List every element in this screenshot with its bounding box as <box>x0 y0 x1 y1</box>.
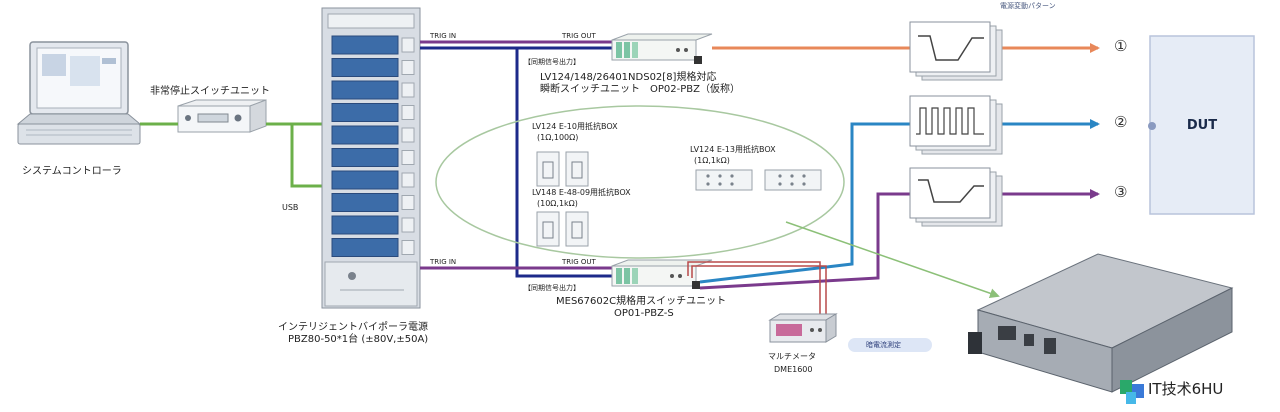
psu-module-handle <box>401 127 415 143</box>
switch-unit-op02-icon <box>611 33 713 64</box>
resistor-box-icons <box>536 151 822 247</box>
psu-module-handle <box>401 82 415 98</box>
switch-unit-2-label-line2: OP01-PBZ-S <box>614 308 674 319</box>
switch-unit-1-label-line2: 瞬断スイッチユニット OP02-PBZ（仮称） <box>540 84 740 95</box>
psu-label-line2: PBZ80-50*1台 (±80V,±50A) <box>288 334 429 345</box>
trigger-cables <box>420 40 615 278</box>
device-pointer-arrow <box>785 221 1000 299</box>
dut-box <box>1149 35 1255 215</box>
resistor-box-1-label-line1: LV124 E-10用抵抗BOX <box>532 122 618 131</box>
psu-module-handle <box>401 37 415 53</box>
psu-module-handle <box>401 172 415 188</box>
waveform-card-3 <box>909 167 1003 227</box>
psu-module-panel <box>331 58 399 77</box>
resistor-box-3-label-line2: (10Ω,1kΩ) <box>537 199 578 208</box>
output-3-number: ③ <box>1114 183 1128 201</box>
waveform-card-2 <box>909 95 1003 155</box>
psu-module-panel <box>331 238 399 257</box>
emergency-stop-unit-icon <box>177 99 267 133</box>
output-1-number: ① <box>1114 37 1128 55</box>
output-2-number: ② <box>1114 113 1128 131</box>
multimeter-probe-wires <box>687 261 827 318</box>
psu-label-line1: インテリジェントバイポーラ電源 <box>278 322 428 333</box>
resistor-box-1-label-line2: (1Ω,100Ω) <box>537 133 579 142</box>
dut-connection-dot <box>1148 122 1156 130</box>
psu-module-panel <box>331 215 399 235</box>
multimeter-label-line1: マルチメータ <box>768 352 816 361</box>
psu-module-panel <box>331 125 399 145</box>
psu-module-panel <box>331 193 399 212</box>
measurement-badge: 暗電流測定 <box>866 341 901 349</box>
usb-cable <box>140 122 325 188</box>
sync-out-bottom-label: 【同期信号出力】 <box>524 284 580 292</box>
usb-label: USB <box>282 203 299 212</box>
psu-module-handle <box>401 217 415 233</box>
multimeter-icon <box>768 313 838 343</box>
watermark-logo-icon <box>1120 380 1144 404</box>
trig-out-bottom-label: TRIG OUT <box>562 258 596 266</box>
laptop-icon <box>16 41 142 145</box>
psu-module-handle <box>401 240 415 255</box>
trig-out-top-label: TRIG OUT <box>562 32 596 40</box>
switch-unit-1-label-line1: LV124/148/26401NDS02[8]規格対応 <box>540 72 717 83</box>
psu-module-panel <box>331 103 399 122</box>
power-device-chassis-icon <box>968 253 1234 393</box>
dut-label: DUT <box>1186 118 1218 133</box>
watermark-text: IT技术6HU <box>1148 380 1224 398</box>
system-controller-label: システムコントローラ <box>22 166 122 177</box>
psu-module-handle <box>401 150 415 165</box>
waveform-card-1 <box>909 21 1003 81</box>
psu-module-panel <box>331 148 399 167</box>
resistor-box-2-label-line1: LV124 E-13用抵抗BOX <box>690 145 776 154</box>
psu-module-handle <box>401 105 415 120</box>
waveform-caption: 電源変動パターン <box>1000 2 1056 10</box>
psu-module-handle <box>401 60 415 75</box>
switch-unit-op01-icon <box>611 259 713 289</box>
psu-module-panel <box>331 35 399 55</box>
sync-out-top-label: 【同期信号出力】 <box>524 58 580 66</box>
switch-unit-2-label-line1: MES67602C規格用スイッチユニット <box>556 296 727 307</box>
estop-label: 非常停止スイッチユニット <box>150 86 270 97</box>
multimeter-label-line2: DME1600 <box>774 365 813 374</box>
resistor-box-2-label-line2: (1Ω,1kΩ) <box>694 156 730 165</box>
resistor-box-3-label-line1: LV148 E-48-09用抵抗BOX <box>532 188 631 197</box>
psu-module-panel <box>331 80 399 100</box>
psu-module-panel <box>331 170 399 190</box>
trig-in-bottom-label: TRIG IN <box>430 258 457 266</box>
measurement-badge-bg <box>848 338 932 352</box>
bipolar-power-supply-rack-icon <box>321 7 421 309</box>
psu-module-handle <box>401 195 415 210</box>
resistor-box-group-outline <box>435 105 845 259</box>
trig-in-top-label: TRIG IN <box>430 32 457 40</box>
